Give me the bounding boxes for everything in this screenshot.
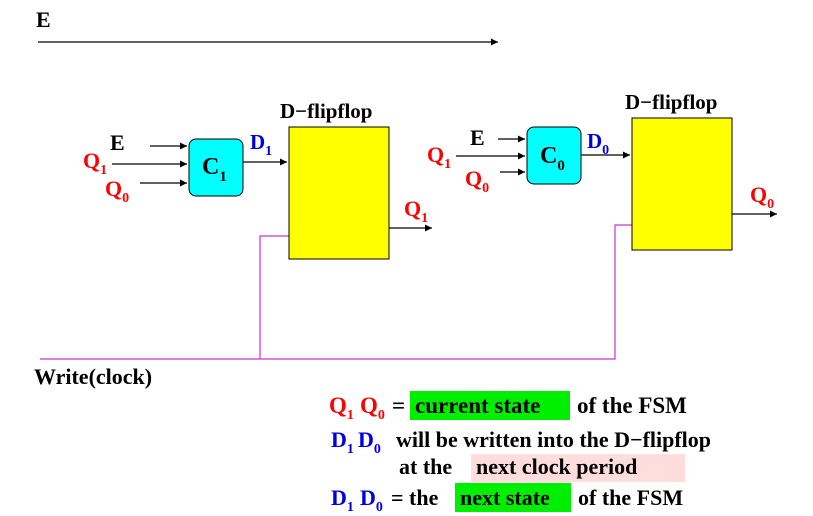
stage0-input-q1: Q1 <box>427 142 451 172</box>
stage0-input-q0: Q0 <box>465 166 489 196</box>
note1-q0: Q0 <box>360 393 385 423</box>
note2-highlight: next clock period <box>476 454 637 479</box>
logic-block-c1 <box>188 138 244 197</box>
note1-q1: Q1 <box>329 393 354 423</box>
logic-block-c1-label: C1 <box>202 154 227 185</box>
note2-text-b: at the <box>399 454 452 479</box>
clock-wire-stage0 <box>40 224 632 360</box>
flipflop0-title: D−flipflop <box>625 90 717 114</box>
note3-d1: D1 <box>331 485 354 515</box>
clock-label: Write(clock) <box>34 364 152 389</box>
note3-highlight: next state <box>460 485 550 510</box>
note3-suffix: of the FSM <box>578 485 683 510</box>
note3-prefix: = the <box>391 485 439 510</box>
note1-highlight: current state <box>415 393 540 418</box>
note1-highlight-bg <box>410 391 570 420</box>
note3-highlight-bg <box>455 483 571 512</box>
stage0-input-e: E <box>470 125 485 150</box>
stage1-q-output: Q1 <box>404 196 428 226</box>
clock-wire-stage1 <box>259 235 289 359</box>
note1-suffix: of the FSM <box>577 393 687 418</box>
flipflop1-box <box>288 126 390 260</box>
stage1: D−flipflop C1 E Q1 Q0 D1 Q1 <box>83 99 432 260</box>
note2-text: will be written into the D−flipflop <box>396 427 711 452</box>
stage0-q-output: Q0 <box>750 182 774 212</box>
note3-d0: D0 <box>360 485 383 515</box>
stage1-d-output: D1 <box>250 130 272 159</box>
flipflop1-title: D−flipflop <box>280 99 372 123</box>
stage0-d-output: D0 <box>587 129 609 158</box>
note2-d0: D0 <box>358 427 381 457</box>
note1-equals: = <box>392 393 405 418</box>
enable-label: E <box>36 7 51 32</box>
flipflop0-box <box>631 117 733 251</box>
note2-highlight-bg <box>471 454 685 482</box>
note2-d1: D1 <box>331 427 354 457</box>
stage1-input-q1: Q1 <box>83 148 107 178</box>
stage1-input-e: E <box>110 130 125 155</box>
logic-block-c0-label: C0 <box>540 143 565 174</box>
stage0: D−flipflop C0 E Q1 Q0 D0 Q0 <box>427 90 777 251</box>
notes: Q1 Q0 = current state of the FSM D1 D0 w… <box>329 391 711 515</box>
stage1-input-q0: Q0 <box>105 176 129 206</box>
